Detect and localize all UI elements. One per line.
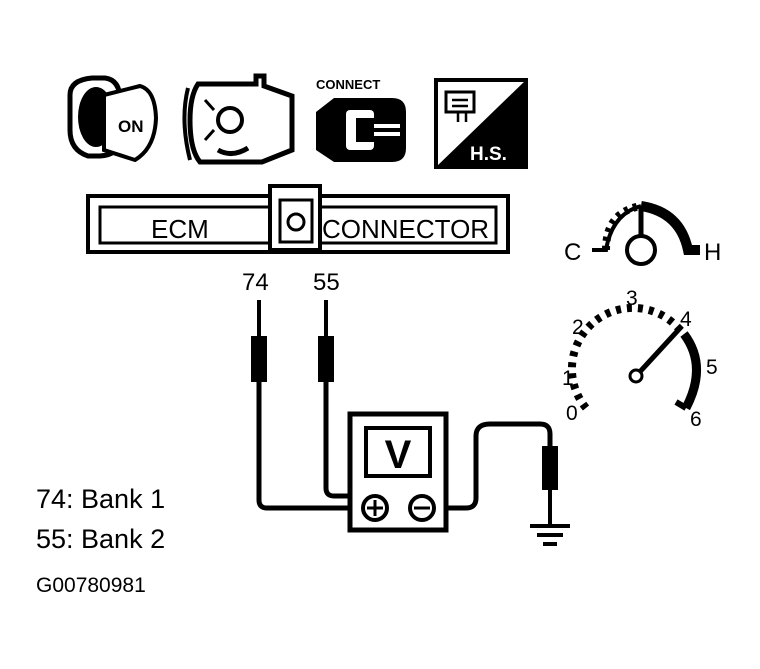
probe-lead-74: [251, 300, 350, 511]
tach-label-5: 5: [706, 356, 718, 379]
ignition-on-label: ON: [118, 117, 144, 136]
terminal-74-label: 74: [242, 269, 269, 296]
engine-running-icon: [182, 73, 295, 165]
tach-label-2: 2: [572, 316, 584, 339]
connect-connector-icon: CONNECT: [316, 77, 406, 162]
connector-label: CONNECTOR: [322, 214, 489, 244]
terminal-55-label: 55: [313, 269, 340, 296]
legend-line-2: 55: Bank 2: [36, 524, 166, 554]
temp-hot-label: H: [704, 239, 721, 266]
tach-label-1: 1: [562, 367, 574, 390]
tach-label-3: 3: [626, 287, 638, 310]
tach-label-0: 0: [566, 402, 578, 425]
hot-start-label: H.S.: [470, 144, 507, 165]
ecm-label: ECM: [151, 214, 209, 244]
ground-icon: [530, 524, 570, 546]
hot-start-icon: H.S.: [434, 78, 528, 169]
tachometer-gauge-icon: 0 1 2 3 4 5 6: [562, 287, 718, 431]
ignition-key-icon: ON: [67, 75, 159, 163]
figure-code: G00780981: [36, 574, 146, 597]
legend-line-1: 74: Bank 1: [36, 484, 166, 514]
probe-lead-55: [318, 300, 350, 499]
voltmeter-display: V: [385, 433, 412, 477]
ecm-connector: ECM CONNECTOR: [86, 184, 510, 254]
connect-label: CONNECT: [316, 77, 380, 92]
voltmeter: V: [347, 411, 449, 533]
ground-lead: [446, 421, 558, 524]
tach-label-6: 6: [690, 408, 702, 431]
tach-label-4: 4: [680, 308, 692, 331]
temperature-gauge-icon: C H: [564, 201, 721, 266]
temp-cold-label: C: [564, 239, 581, 266]
